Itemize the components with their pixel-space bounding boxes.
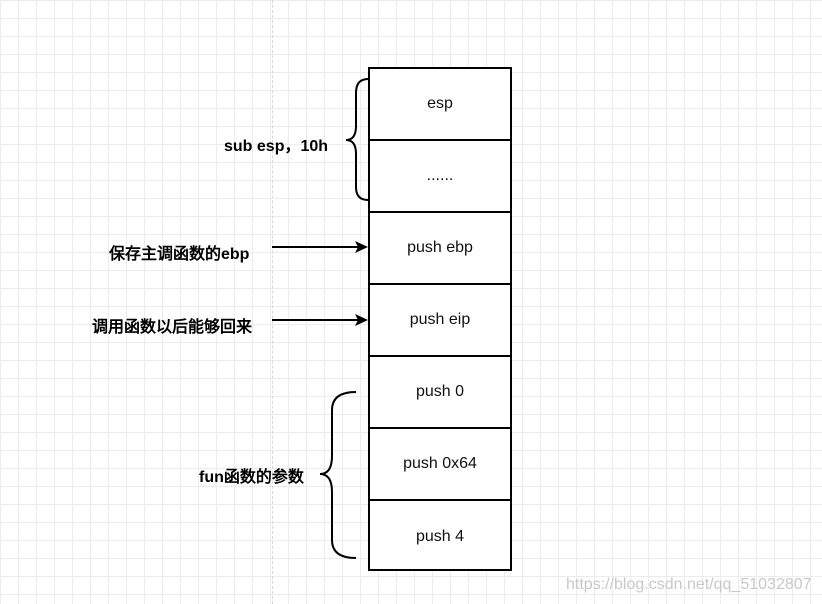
save-ebp-label: 保存主调函数的ebp [109,246,250,263]
stack-cell-ellipsis: ...... [370,141,510,213]
stack-cell-push-0: push 0 [370,357,510,429]
grid-guide-line [272,0,273,604]
sub-esp-brace [345,78,369,201]
watermark-text: https://blog.csdn.net/qq_51032807 [566,576,812,593]
fun-params-brace [319,391,357,559]
return-after-call-label: 调用函数以后能够回来 [92,319,253,336]
sub-esp-label: sub esp，10h [224,138,329,155]
save-ebp-arrow-head [355,241,368,253]
stack-cell-push-0x64: push 0x64 [370,429,510,501]
stack-diagram: esp ...... push ebp push eip push 0 push… [368,67,512,571]
stack-cell-push-ebp: push ebp [370,213,510,285]
stack-cell-push-4: push 4 [415,528,465,545]
fun-params-label: fun函数的参数 [199,469,304,486]
stack-cell-push-eip: push eip [370,285,510,357]
return-arrow-head [355,314,368,326]
stack-cell-esp: esp [370,69,510,141]
